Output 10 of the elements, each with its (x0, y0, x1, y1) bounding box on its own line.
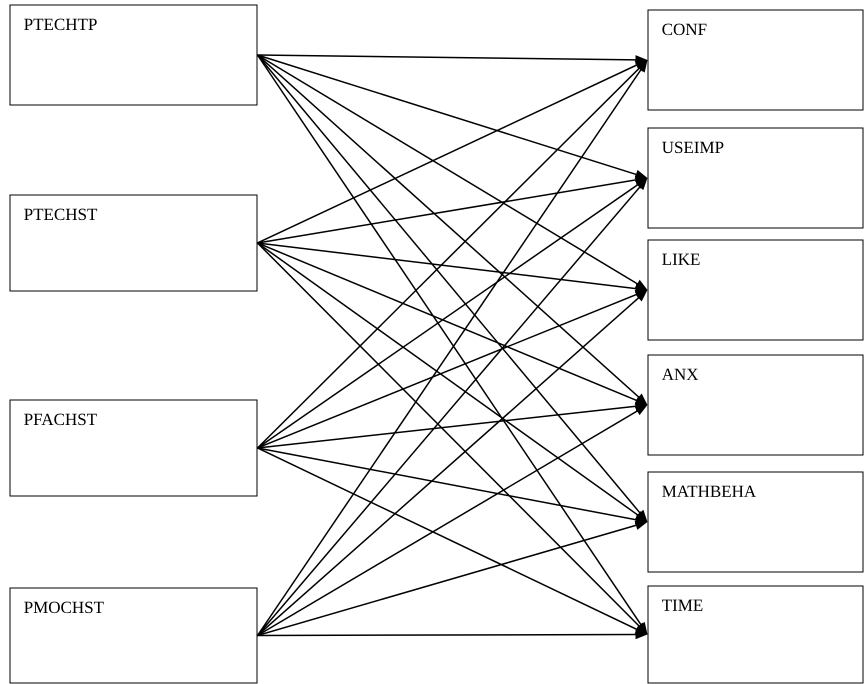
variable-box: CONF (648, 9, 864, 110)
variable-box: MATHBEHA (648, 471, 864, 572)
variable-box: USEIMP (648, 128, 864, 228)
variable-box: PMOCHST (10, 587, 258, 684)
variable-box: PTECHST (10, 194, 258, 292)
variable-box: PFACHST (10, 399, 258, 496)
variable-box: PTECHTP (10, 4, 258, 106)
variable-box: LIKE (648, 239, 864, 340)
variable-box: ANX (648, 354, 864, 456)
variable-box: TIME (648, 585, 864, 684)
